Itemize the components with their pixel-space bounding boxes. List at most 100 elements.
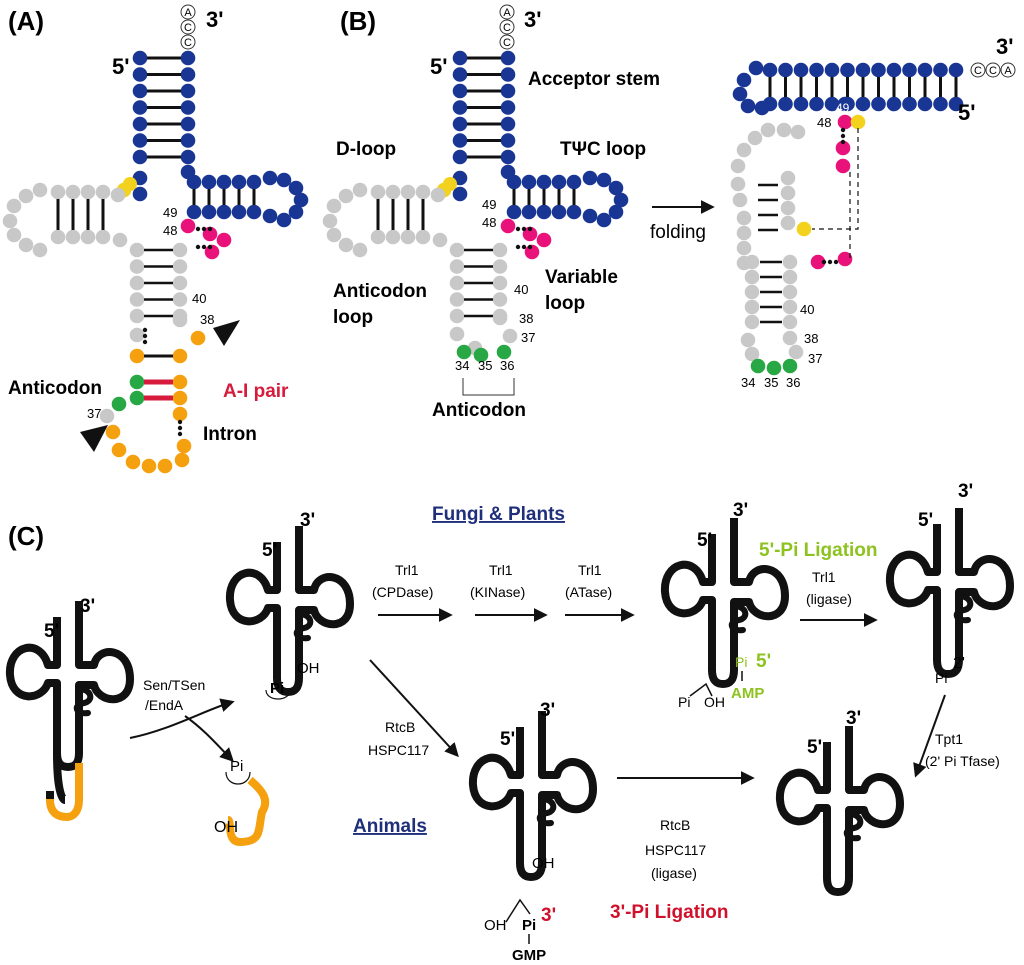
cca-circle <box>499 19 515 35</box>
nucleotide <box>176 438 192 454</box>
folding-label: folding <box>650 222 706 243</box>
nucleotide <box>492 259 508 274</box>
nucleotide <box>452 116 468 132</box>
nucleotide <box>180 100 196 115</box>
trl1-cpdase: Trl1 <box>395 562 419 578</box>
panel-b-label: (B) <box>340 6 376 36</box>
cca-circle <box>970 62 986 78</box>
nucleotide <box>736 225 752 241</box>
nucleotide <box>186 204 202 220</box>
tertiary-dot <box>207 244 213 250</box>
nucleotide <box>736 210 752 226</box>
d-loop-label: D-loop <box>336 139 396 160</box>
nucleotide <box>608 204 624 220</box>
nucleotide <box>172 390 188 406</box>
nucleotide <box>766 360 782 376</box>
an-end-3: 3' <box>540 700 555 721</box>
nucleotide <box>780 170 796 186</box>
nucleotide <box>132 67 148 82</box>
nucleotide <box>502 328 518 344</box>
hspc-1: HSPC117 <box>368 742 429 758</box>
fp-amp: AMP <box>731 685 764 702</box>
nucleotide <box>449 308 465 324</box>
nucleotide <box>262 208 278 224</box>
nucleotide <box>740 332 756 348</box>
pos-38: 38 <box>200 312 214 327</box>
nucleotide <box>492 292 508 307</box>
folded-pos-35: 35 <box>764 375 778 390</box>
tertiary-dot <box>840 133 846 139</box>
nucleotide <box>415 184 431 200</box>
nucleotide <box>123 177 137 191</box>
nucleotide <box>129 390 145 406</box>
folded-pos-34: 34 <box>741 375 755 390</box>
nucleotide <box>129 327 145 343</box>
nucleotide <box>730 176 746 192</box>
tertiary-dot <box>527 226 533 232</box>
nucleotide <box>917 62 933 78</box>
nucleotide <box>782 299 798 315</box>
nucleotide <box>111 442 127 458</box>
tertiary-dot <box>177 425 183 431</box>
nucleotide <box>326 227 342 243</box>
pos-48: 48 <box>482 215 496 230</box>
nucleotide <box>452 50 468 66</box>
nucleotide <box>172 348 188 364</box>
nucleotide <box>744 284 760 300</box>
fungi-plants-heading: Fungi & Plants <box>432 504 565 525</box>
nucleotide <box>902 62 917 78</box>
tertiary-dot <box>515 244 521 250</box>
an-gmp: GMP <box>512 947 546 964</box>
panel-c: (C) Fungi & Plants Animals 3' 5' Sen/TSe… <box>8 481 1010 964</box>
nucleotide <box>809 62 824 78</box>
anticodon-label: Anticodon <box>432 400 526 421</box>
nucleotide <box>780 185 796 201</box>
nucleotide <box>111 396 127 412</box>
nucleotide <box>840 62 855 78</box>
nucleotide <box>180 116 196 132</box>
anticodon-loop-label-1: Anticodon <box>333 281 427 302</box>
nucleotide <box>50 184 66 200</box>
tertiary-interaction <box>812 128 859 258</box>
nucleotide <box>500 116 516 132</box>
nucleotide <box>129 374 145 390</box>
panel-a-nucleotides <box>2 50 309 474</box>
nucleotide <box>172 374 188 390</box>
nucleotide <box>180 218 196 234</box>
nucleotide <box>506 174 522 190</box>
intron-oh: OH <box>214 819 238 836</box>
nucleotide <box>276 212 292 228</box>
nucleotide <box>6 198 22 214</box>
nucleotide <box>65 229 81 245</box>
nucleotide <box>596 212 612 228</box>
nucleotide <box>2 213 18 229</box>
nucleotide <box>201 204 217 220</box>
anticodon-label: Anticodon <box>8 378 102 399</box>
pos-48: 48 <box>163 223 177 238</box>
nucleotide <box>180 149 196 165</box>
nucleotide <box>788 344 804 360</box>
nucleotide <box>18 237 34 253</box>
nucleotide <box>201 174 217 190</box>
nucleotide <box>6 227 22 243</box>
nucleotide <box>608 180 624 196</box>
nucleotide <box>782 254 798 270</box>
nucleotide <box>500 50 516 66</box>
nucleotide <box>246 204 262 220</box>
nucleotide <box>172 406 188 422</box>
tpt1-label: Tpt1 <box>935 731 963 747</box>
pos-37: 37 <box>87 406 101 421</box>
an-end-5: 5' <box>500 729 515 750</box>
nucleotide <box>782 330 798 346</box>
nucleotide <box>322 213 338 229</box>
nucleotide <box>536 204 552 220</box>
half-pi: Pi <box>270 680 284 697</box>
folded-pos-37: 37 <box>808 351 822 366</box>
folded-pos-49: 49 <box>836 101 850 115</box>
split-arrow <box>129 698 235 739</box>
tertiary-dot <box>177 431 183 437</box>
cca-circle <box>180 19 196 35</box>
nucleotide <box>400 229 416 245</box>
nucleotide <box>736 240 752 256</box>
